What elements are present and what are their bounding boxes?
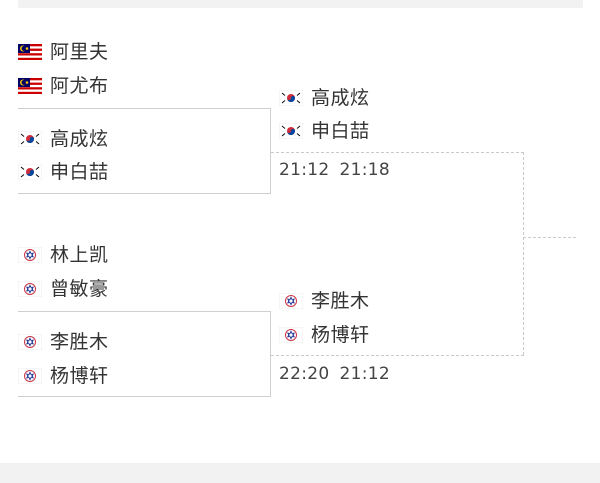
chinese-taipei-flag-icon: [279, 327, 303, 343]
game-score: 22:20: [279, 364, 330, 384]
player-name: 高成炫: [311, 86, 370, 109]
game-score: 21:12: [279, 160, 330, 180]
korea-flag-icon: [18, 164, 42, 180]
game-score: 21:12: [339, 364, 390, 384]
player-entry[interactable]: 高成炫: [18, 124, 109, 154]
bracket-line: [18, 108, 271, 109]
player-entry[interactable]: 杨博轩: [18, 361, 109, 391]
player-name: 阿里夫: [50, 40, 109, 63]
player-entry[interactable]: 曾敏豪: [18, 274, 109, 304]
player-entry[interactable]: 林上凯: [18, 240, 109, 270]
game-score: 21:18: [339, 160, 390, 180]
chinese-taipei-flag-icon: [18, 334, 42, 350]
top-panel-edge: [18, 0, 583, 8]
player-entry[interactable]: 杨博轩: [279, 320, 370, 350]
player-name: 高成炫: [50, 127, 109, 150]
match-score: 21:12 21:18: [279, 160, 400, 180]
malaysia-flag-icon: [18, 78, 42, 94]
korea-flag-icon: [279, 90, 303, 106]
player-entry[interactable]: 申白喆: [279, 116, 370, 146]
chinese-taipei-flag-icon: [18, 247, 42, 263]
player-name: 李胜木: [311, 289, 370, 312]
player-name: 李胜木: [50, 330, 109, 353]
bracket-dashed-connector: [523, 152, 524, 355]
bottom-panel-edge: [0, 463, 600, 483]
chinese-taipei-flag-icon: [279, 293, 303, 309]
bracket-connector: [270, 311, 271, 397]
korea-flag-icon: [279, 123, 303, 139]
bracket-line: [18, 311, 271, 312]
bracket-line: [18, 396, 271, 397]
korea-flag-icon: [18, 131, 42, 147]
player-entry[interactable]: 高成炫: [279, 83, 370, 113]
player-name: 林上凯: [50, 243, 109, 266]
chinese-taipei-flag-icon: [18, 281, 42, 297]
player-entry[interactable]: 申白喆: [18, 157, 109, 187]
player-entry[interactable]: 李胜木: [18, 327, 109, 357]
player-name: 杨博轩: [50, 364, 109, 387]
player-name: 申白喆: [50, 160, 109, 183]
player-entry[interactable]: 李胜木: [279, 286, 370, 316]
player-name: 阿尤布: [50, 74, 109, 97]
player-entry[interactable]: 阿尤布: [18, 71, 109, 101]
malaysia-flag-icon: [18, 44, 42, 60]
match-score: 22:20 21:12: [279, 364, 400, 384]
player-entry[interactable]: 阿里夫: [18, 37, 109, 67]
bracket-dashed-line: [271, 152, 524, 153]
chinese-taipei-flag-icon: [18, 368, 42, 384]
bracket-line: [18, 193, 271, 194]
bracket-dashed-line: [271, 355, 524, 356]
player-name: 曾敏豪: [50, 277, 109, 300]
bracket-dashed-line: [523, 237, 576, 238]
bracket-connector: [270, 108, 271, 194]
player-name: 申白喆: [311, 119, 370, 142]
player-name: 杨博轩: [311, 323, 370, 346]
